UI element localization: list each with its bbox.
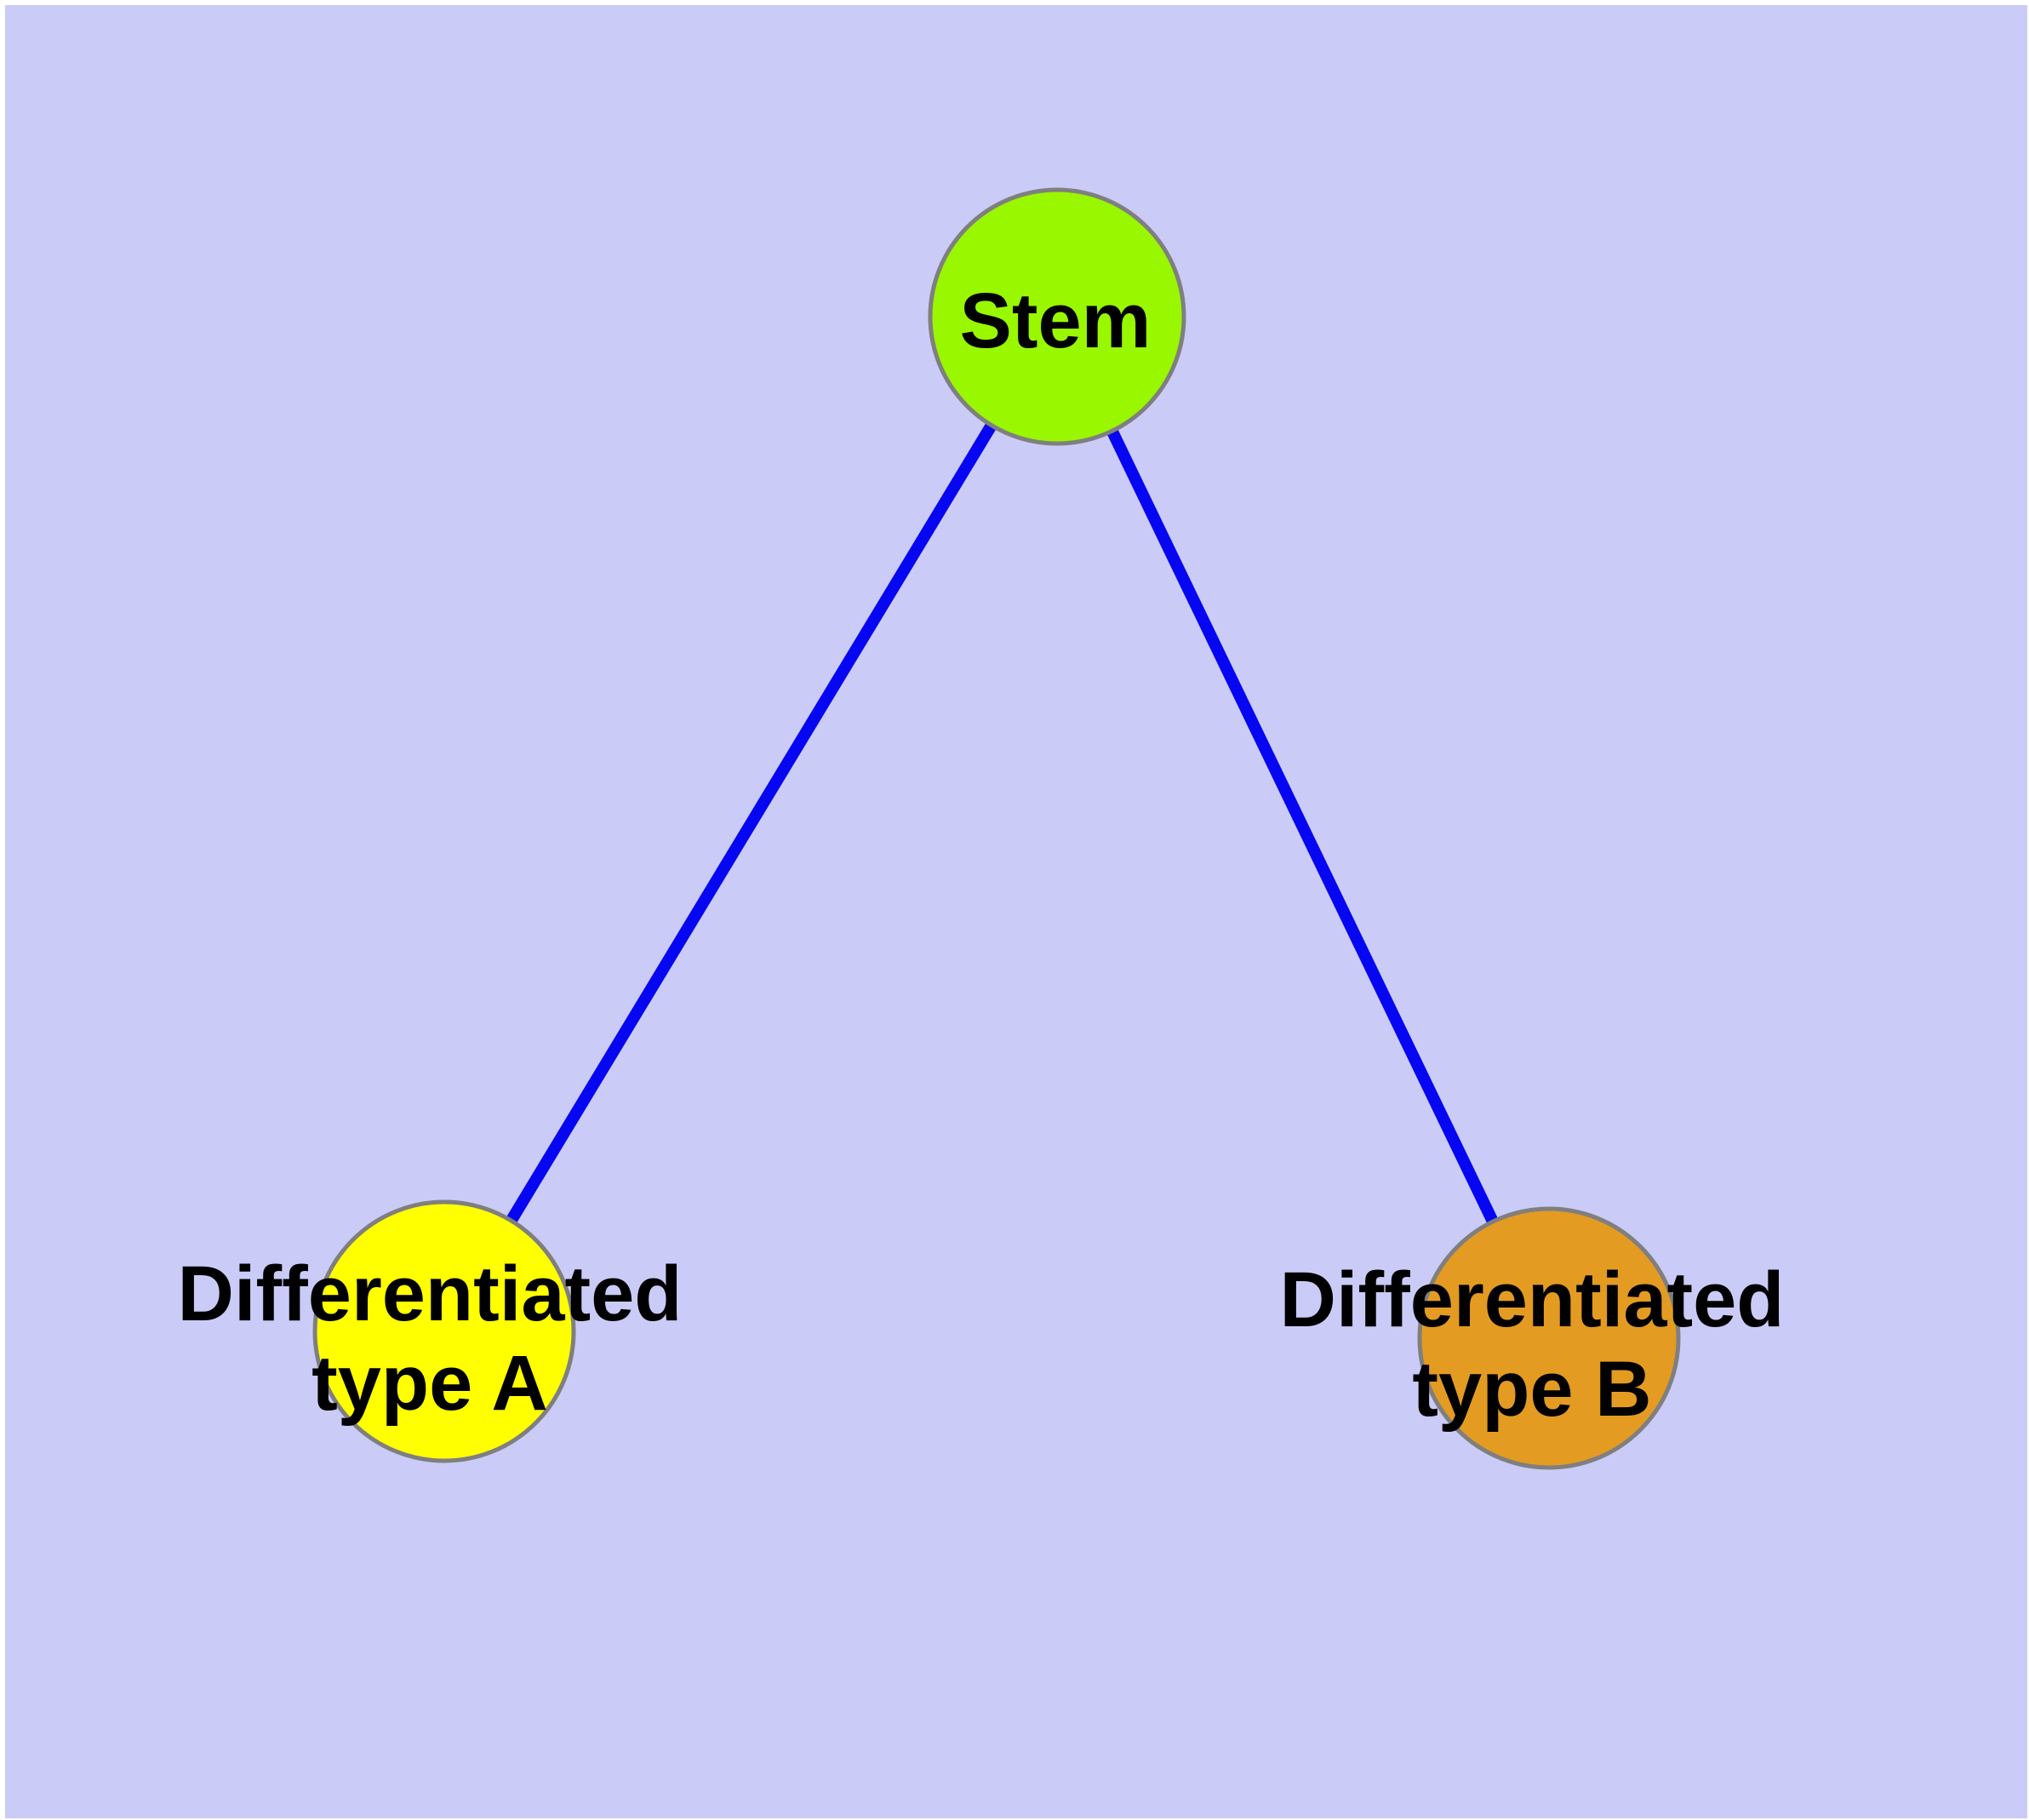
edge-group [439,313,1555,1342]
node-differentiated-b-label-line2: type B [1412,1346,1651,1433]
edge-stem-to-type-a [439,313,1062,1335]
node-differentiated-a-circle [312,1199,576,1463]
node-differentiated-a: Differentiated type A [178,1199,683,1463]
node-stem-label: Stem [960,278,1152,364]
node-stem: Stem [928,187,1186,446]
node-differentiated-a-label-line2: type A [311,1340,548,1427]
edge-stem-to-type-b [1051,313,1555,1342]
node-stem-circle [928,187,1186,446]
node-differentiated-b: Differentiated type B [1280,1206,1785,1470]
node-differentiated-a-label-line1: Differentiated [178,1251,683,1337]
node-differentiated-b-circle [1417,1206,1681,1470]
node-differentiated-b-label-line1: Differentiated [1280,1256,1785,1343]
